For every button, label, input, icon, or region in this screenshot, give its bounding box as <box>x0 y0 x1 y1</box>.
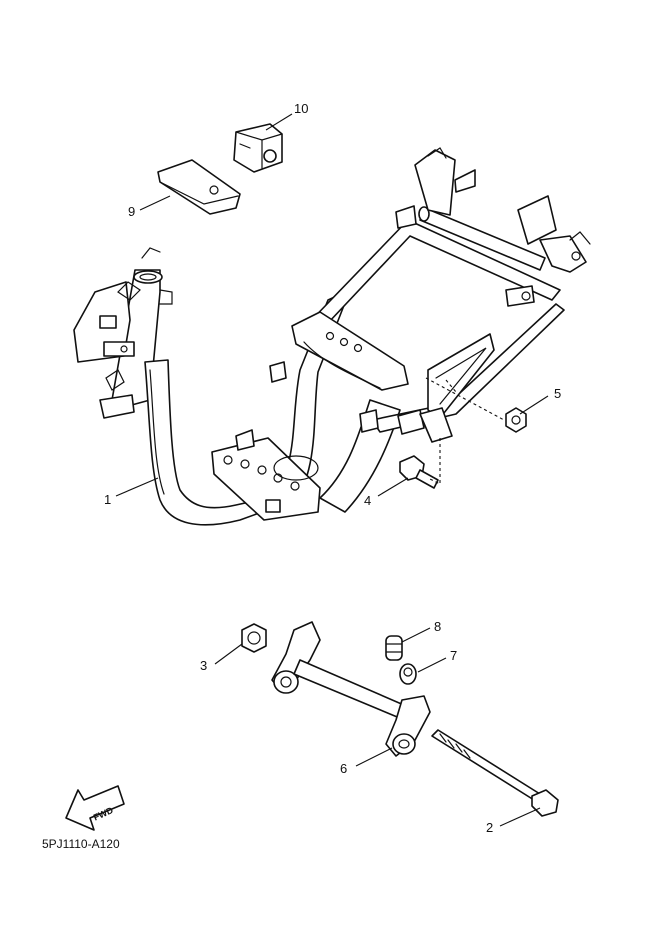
part-label-6: 6 <box>340 761 347 776</box>
part-label-4: 4 <box>364 493 371 508</box>
bolt-part-4 <box>399 455 439 489</box>
part-label-1: 1 <box>104 492 111 507</box>
cross-member-holes <box>325 331 363 353</box>
part-label-3: 3 <box>200 658 207 673</box>
floor-plate-holes <box>223 455 300 491</box>
leader-lines <box>115 113 549 827</box>
part-label-8: 8 <box>434 619 441 634</box>
part-label-2: 2 <box>486 820 493 835</box>
part-label-9: 9 <box>128 204 135 219</box>
bolt-part-2 <box>431 729 559 817</box>
pad-part-9 <box>157 159 241 215</box>
part-label-7: 7 <box>450 648 457 663</box>
bushing-part-8 <box>385 635 403 661</box>
collar-part-7 <box>399 663 417 685</box>
fwd-arrow-icon: FWD <box>65 785 125 831</box>
drawing-code: 5PJ1110-A120 <box>42 837 120 851</box>
engine-bracket-part-6 <box>271 621 431 757</box>
part-label-5: 5 <box>554 386 561 401</box>
part-label-10: 10 <box>294 101 308 116</box>
nut-part-3 <box>241 623 267 653</box>
main-frame-drawing <box>73 147 591 526</box>
damper-part-10 <box>233 123 283 173</box>
part-labels: 1 2 3 4 5 6 7 8 9 10 <box>104 101 561 835</box>
